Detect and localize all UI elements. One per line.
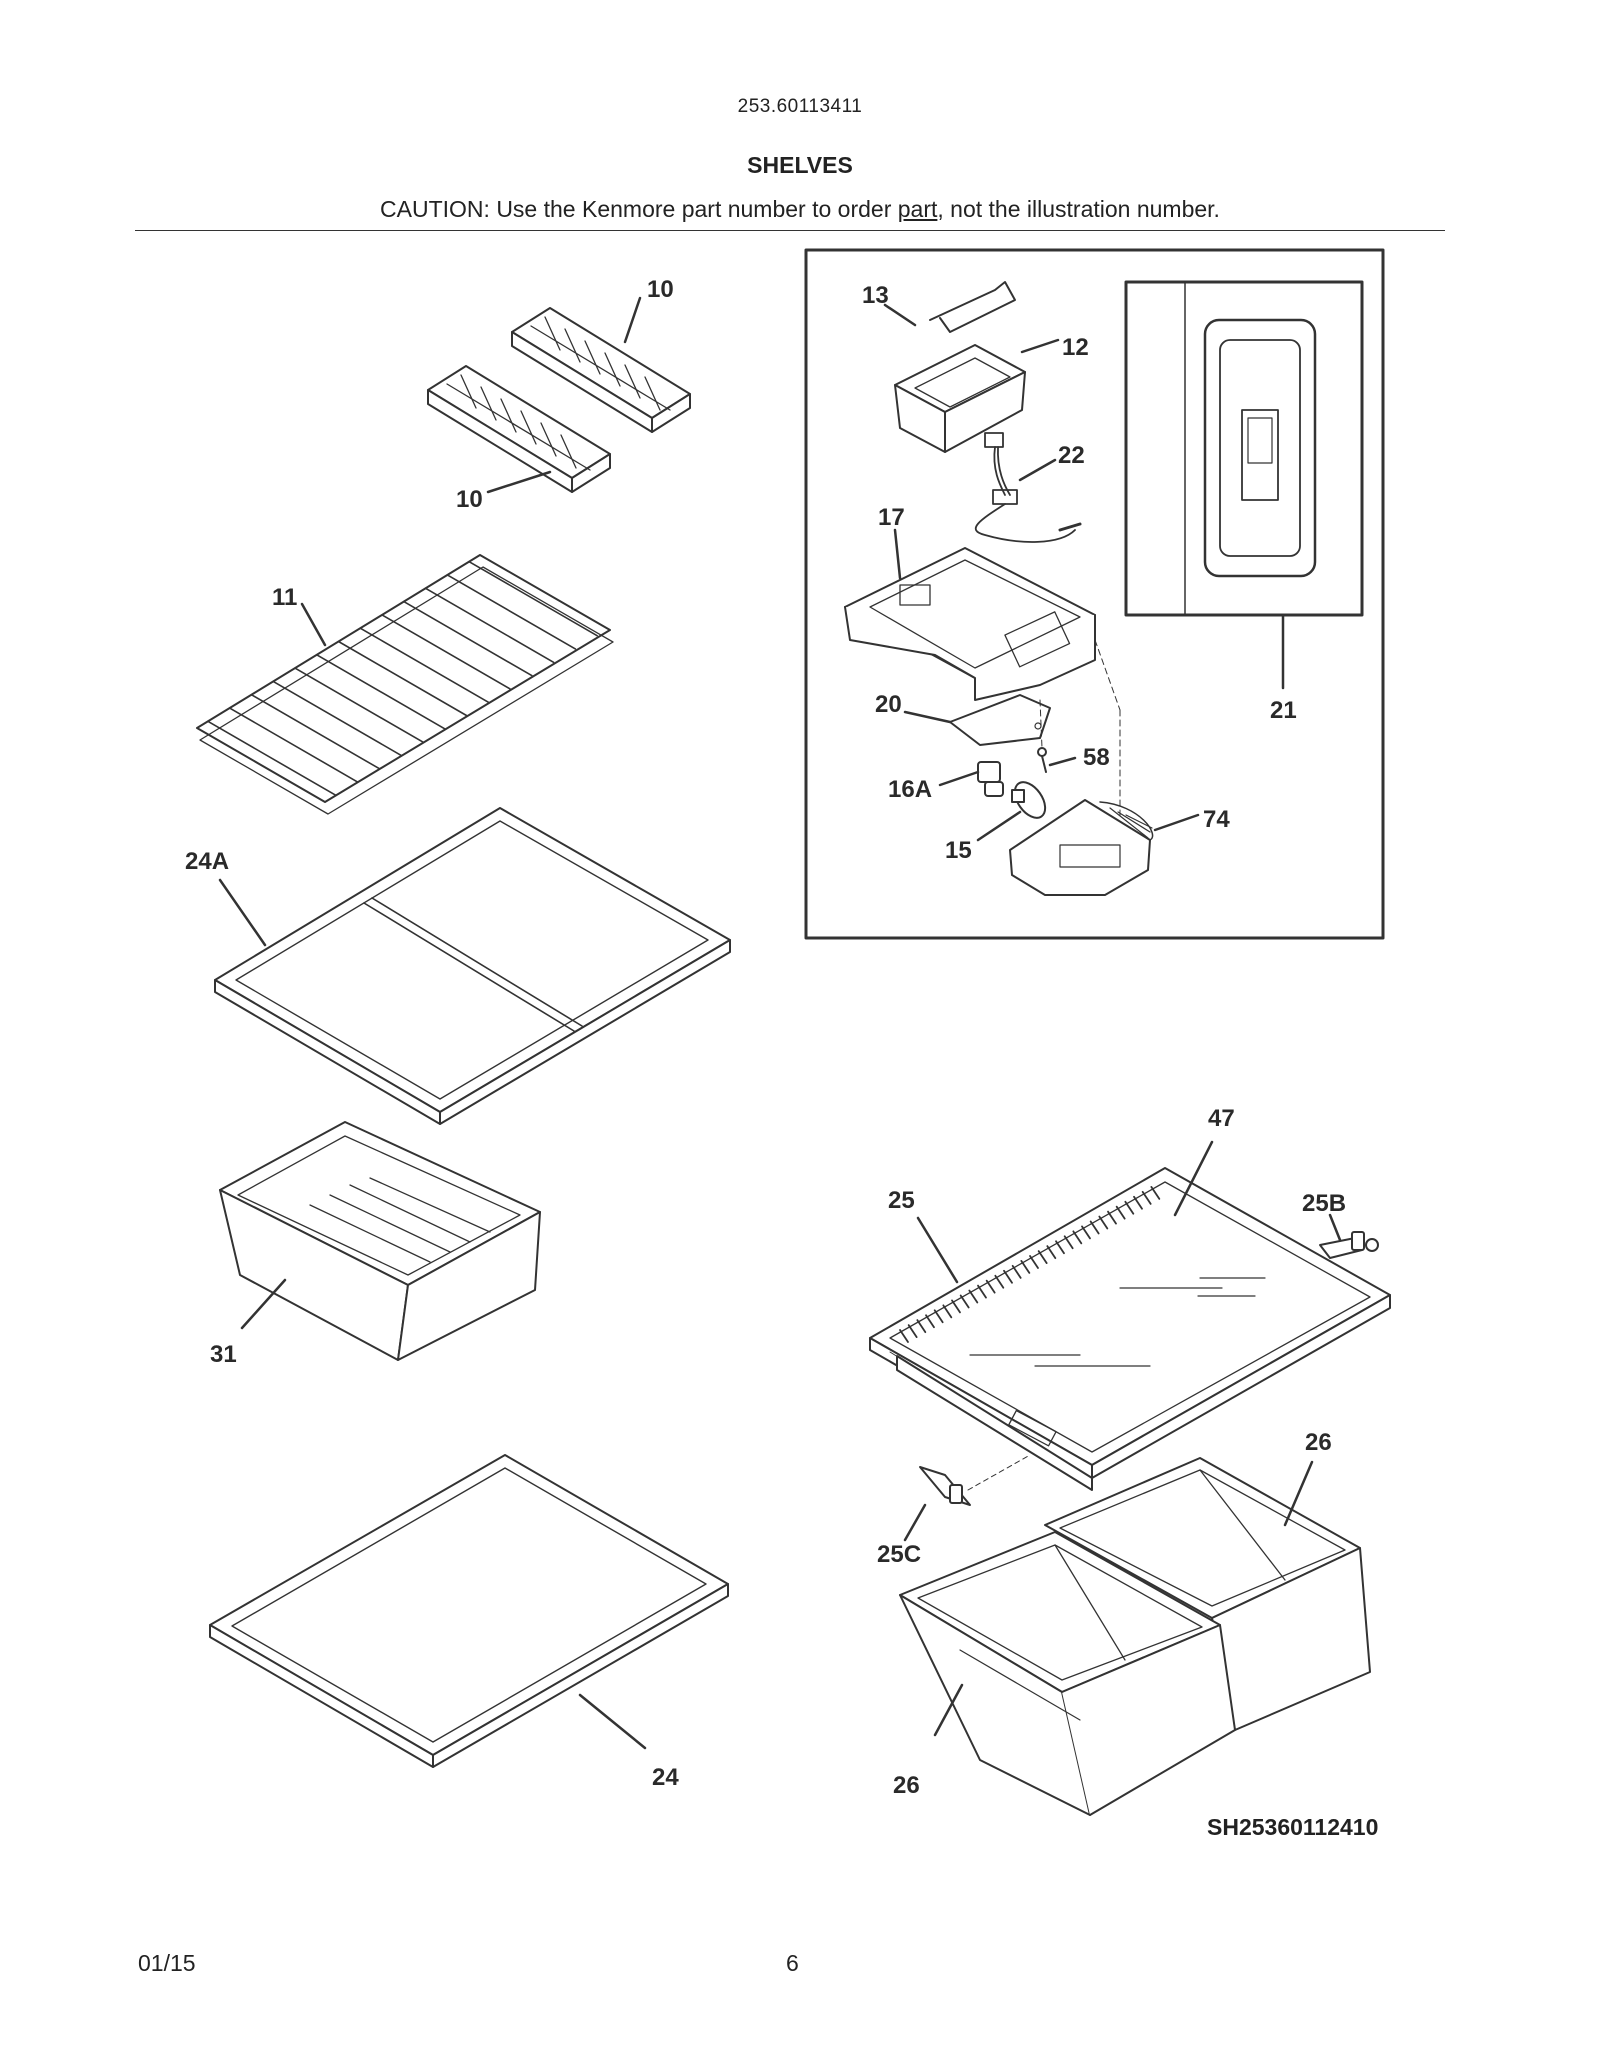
- leader-13: [883, 303, 917, 327]
- callout-26-upper: 26: [1305, 1429, 1332, 1456]
- screw-58: [1037, 747, 1047, 773]
- callout-12: 12: [1062, 334, 1089, 361]
- callout-21: 21: [1270, 697, 1297, 724]
- leader-11: [300, 602, 327, 647]
- callout-26-lower: 26: [893, 1772, 920, 1799]
- leader-12: [1020, 338, 1060, 354]
- callout-24: 24: [652, 1764, 679, 1791]
- socket-16a: [977, 761, 1004, 797]
- callout-16a: 16A: [888, 776, 932, 803]
- leader-10b: [486, 470, 552, 494]
- leader-24a: [218, 878, 267, 947]
- section-title: SHELVES: [747, 152, 853, 178]
- callout-17: 17: [878, 504, 905, 531]
- leader-15: [976, 810, 1022, 842]
- freezer-shelf-25: [869, 1167, 1391, 1491]
- callout-25c: 25C: [877, 1541, 921, 1568]
- leader-58: [1048, 756, 1077, 767]
- callout-25: 25: [888, 1187, 915, 1214]
- light-switch-detail: [1184, 281, 1317, 616]
- leader-25b: [1328, 1213, 1342, 1242]
- ice-tray-upper: [511, 307, 691, 433]
- crisper-drawer-31: [219, 1121, 541, 1361]
- light-switch-detail-frame: [1124, 280, 1364, 617]
- footer-date: 01/15: [138, 1950, 196, 1976]
- callout-11: 11: [272, 584, 297, 611]
- callout-20: 20: [875, 691, 902, 718]
- callout-22: 22: [1058, 442, 1085, 469]
- callout-74: 74: [1203, 806, 1230, 833]
- callout-25b: 25B: [1302, 1190, 1346, 1217]
- callout-15: 15: [945, 837, 972, 864]
- bulb-15: [1011, 781, 1047, 819]
- callout-31: 31: [210, 1341, 237, 1368]
- leader-16a: [938, 770, 980, 787]
- leader-10a: [623, 296, 642, 344]
- caution-note: CAUTION: Use the Kenmore part number to …: [0, 196, 1600, 223]
- light-housing-17: [844, 547, 1096, 701]
- lens-74: [1009, 799, 1154, 896]
- caution-text-start: CAUTION: Use the Kenmore part number to …: [380, 196, 898, 222]
- leader-26a: [1283, 1460, 1314, 1527]
- assembly-guide-lines: [1039, 639, 1121, 821]
- callout-13: 13: [862, 282, 889, 309]
- callout-10-upper: 10: [647, 276, 674, 303]
- leader-47: [1173, 1140, 1214, 1217]
- handle-13: [929, 281, 1016, 333]
- glass-shelf-24a: [214, 807, 731, 1125]
- shelf-clip-25c: [919, 1454, 1031, 1506]
- callout-24a: 24A: [185, 848, 229, 875]
- bin-26-front: [899, 1531, 1236, 1816]
- leader-74: [1153, 813, 1200, 832]
- leader-20: [903, 710, 952, 724]
- callout-58: 58: [1083, 744, 1110, 771]
- leader-26b: [933, 1683, 964, 1737]
- leader-25: [916, 1216, 959, 1284]
- shelf-clip-25b: [1319, 1231, 1379, 1259]
- caution-part-link: part: [897, 196, 938, 222]
- light-cover-12: [894, 344, 1026, 453]
- glass-shelf-24: [209, 1454, 729, 1768]
- leader-31: [240, 1278, 287, 1330]
- leader-22: [1018, 458, 1057, 482]
- header-rule: [135, 230, 1445, 231]
- model-number: 253.60113411: [737, 96, 863, 117]
- callout-47: 47: [1208, 1105, 1235, 1132]
- light-assembly-frame: [804, 248, 1385, 940]
- ice-tray-lower: [427, 365, 611, 493]
- bin-26-back: [1044, 1457, 1371, 1731]
- page-number: 6: [786, 1950, 799, 1976]
- bracket-20: [949, 694, 1051, 746]
- callout-10-lower: 10: [456, 486, 483, 513]
- leader-17: [893, 528, 902, 580]
- caution-text-end: , not the illustration number.: [937, 196, 1220, 222]
- wire-shelf: [196, 554, 614, 815]
- wire-harness-22: [974, 432, 1082, 543]
- leader-24: [578, 1693, 647, 1750]
- diagram-code: SH25360112410: [1207, 1814, 1379, 1840]
- leader-25c: [903, 1503, 927, 1542]
